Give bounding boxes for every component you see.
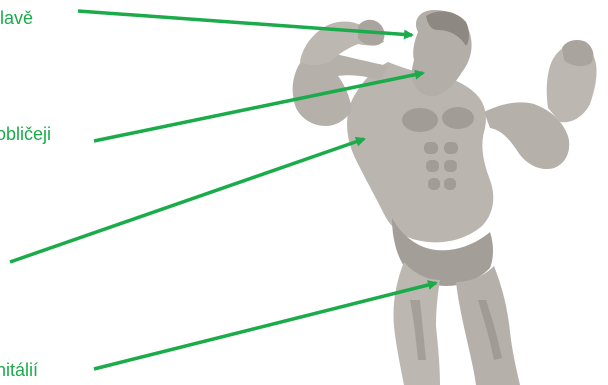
label-head: lavě bbox=[0, 8, 33, 28]
label-face: obličeji bbox=[0, 124, 51, 144]
label-genitals: nitálií bbox=[0, 360, 38, 380]
bodybuilder-silhouette-icon bbox=[293, 10, 597, 385]
arrow-chest bbox=[10, 139, 364, 262]
arrow-genitals bbox=[94, 283, 436, 369]
